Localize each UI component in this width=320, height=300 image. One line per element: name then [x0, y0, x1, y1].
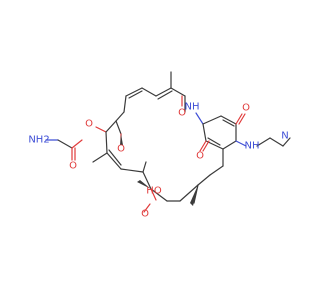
carbamate-group	[45, 126, 107, 161]
atom-label-nh2: NH2	[28, 135, 49, 146]
atom-label-methoxy-bottom: O	[141, 209, 149, 220]
molecule-structure: NH2 O O O O NH O HO O NH N O	[28, 71, 291, 220]
stereo-wedge	[120, 134, 123, 145]
atom-label-methoxy-top: O	[117, 144, 125, 155]
amine-side-chain	[256, 137, 291, 147]
atom-label-carbamate-carbonyl: O	[69, 161, 77, 172]
atom-label-carbamate-ester: O	[85, 119, 93, 130]
quinone-ring	[179, 112, 247, 204]
stereo-wedge	[190, 185, 198, 206]
atom-label-hydroxyl: HO	[146, 186, 162, 197]
atom-label-amide-carbonyl: O	[178, 108, 186, 119]
atom-label-dimethylamine: N	[281, 131, 288, 142]
stereo-wedge	[137, 180, 151, 189]
atom-label-quinone-bottom: O	[196, 151, 204, 162]
atom-label-nh-amide: NH	[185, 102, 200, 113]
macrocycle-left	[92, 71, 186, 213]
atom-label-nh-amine: NH	[245, 141, 260, 152]
atom-label-quinone-top: O	[242, 103, 250, 114]
